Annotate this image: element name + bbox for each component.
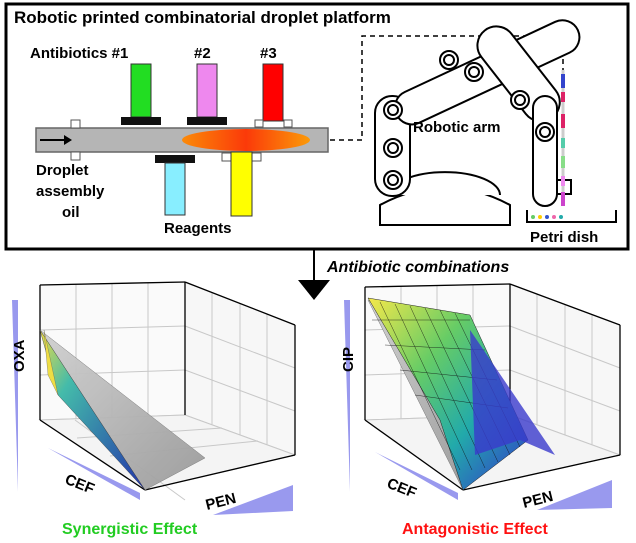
platform-panel: Robotic printed combinatorial droplet pl…: [4, 2, 630, 251]
plot-left-xlabel-left: CEF: [63, 471, 97, 498]
petri-dish-icon: [526, 210, 617, 223]
merged-droplet: [182, 129, 310, 151]
platform-title: Robotic printed combinatorial droplet pl…: [14, 8, 391, 27]
plot-left-ylabel: OXA: [11, 339, 28, 372]
flow-arrow-icon: [40, 135, 72, 145]
connection-line: [330, 35, 564, 141]
combinations-label: Antibiotic combinations: [326, 259, 509, 276]
antibiotic-3-inlet: [254, 63, 293, 128]
down-arrow-icon: [298, 249, 330, 300]
plot-right-xlabel-left: CEF: [385, 475, 419, 502]
plot-antagonistic: CIP CEF PEN Antagonistic Effect: [340, 283, 622, 538]
antibiotic-2-label: #2: [194, 45, 211, 62]
plot-synergistic: OXA CEF PEN Synergistic Effect: [11, 281, 297, 538]
robotic-arm-icon: [374, 19, 581, 226]
reagents-label: Reagents: [164, 220, 232, 237]
plot-left-xlabel-right: PEN: [204, 490, 238, 514]
pen-axis-wedge-right: [537, 480, 612, 510]
reagent-2-inlet: [221, 151, 262, 217]
petri-dish-label: Petri dish: [530, 229, 598, 246]
antibiotic-3-label: #3: [260, 45, 277, 62]
reagent-1-inlet: [155, 155, 195, 216]
cef-axis-wedge: [48, 448, 140, 500]
y-axis-wedge-right: [344, 300, 350, 492]
plot-right-effect: Antagonistic Effect: [402, 521, 548, 538]
droplet-trail: [561, 70, 565, 206]
pen-axis-wedge: [213, 485, 293, 515]
oil-label-line3: oil: [62, 204, 80, 221]
plot-right-xlabel-right: PEN: [521, 488, 555, 512]
oil-label-line2: assembly: [36, 183, 105, 200]
oil-label-line1: Droplet: [36, 162, 89, 179]
robotic-arm-label: Robotic arm: [413, 119, 501, 136]
antibiotic-1-inlet: [121, 63, 161, 125]
cef-axis-wedge-right: [375, 452, 458, 500]
antibiotic-2-inlet: [187, 63, 227, 125]
plot-right-ylabel: CIP: [340, 347, 357, 372]
plot-left-effect: Synergistic Effect: [62, 521, 198, 538]
antibiotics-label: Antibiotics #1: [30, 45, 128, 62]
y-axis-wedge: [12, 300, 18, 492]
